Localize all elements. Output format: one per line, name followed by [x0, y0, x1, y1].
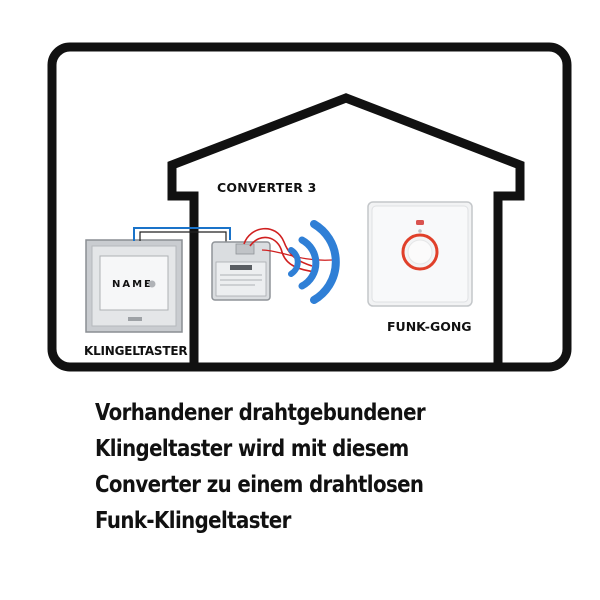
caption-line-1: Vorhandener drahtgebundener — [95, 400, 426, 426]
chime-label: FUNK-GONG — [387, 319, 472, 334]
converter-label: CONVERTER 3 — [217, 180, 316, 195]
wireless-chime-device — [367, 201, 473, 307]
antenna-wire — [261, 249, 333, 261]
converter-module — [211, 241, 271, 301]
wire-blue — [133, 227, 231, 241]
caption-line-2: Klingeltaster wird mit diesem — [95, 436, 409, 462]
wire-red-1 — [243, 227, 313, 267]
nameplate-text: NAME — [112, 279, 153, 290]
outer-frame — [47, 42, 572, 372]
caption: Vorhandener drahtgebundener Klingeltaste… — [95, 395, 585, 539]
wire-black — [139, 231, 227, 242]
caption-line-3: Converter zu einem drahtlosen — [95, 472, 424, 498]
house-outline — [167, 93, 525, 366]
caption-line-4: Funk-Klingeltaster — [95, 508, 291, 534]
wire-red-2 — [249, 236, 317, 273]
bell-push-label: KLINGELTASTER — [84, 344, 187, 358]
bell-button-icon — [148, 280, 156, 288]
radio-waves-icon — [288, 220, 340, 304]
bell-push-device: NAME — [85, 239, 183, 333]
